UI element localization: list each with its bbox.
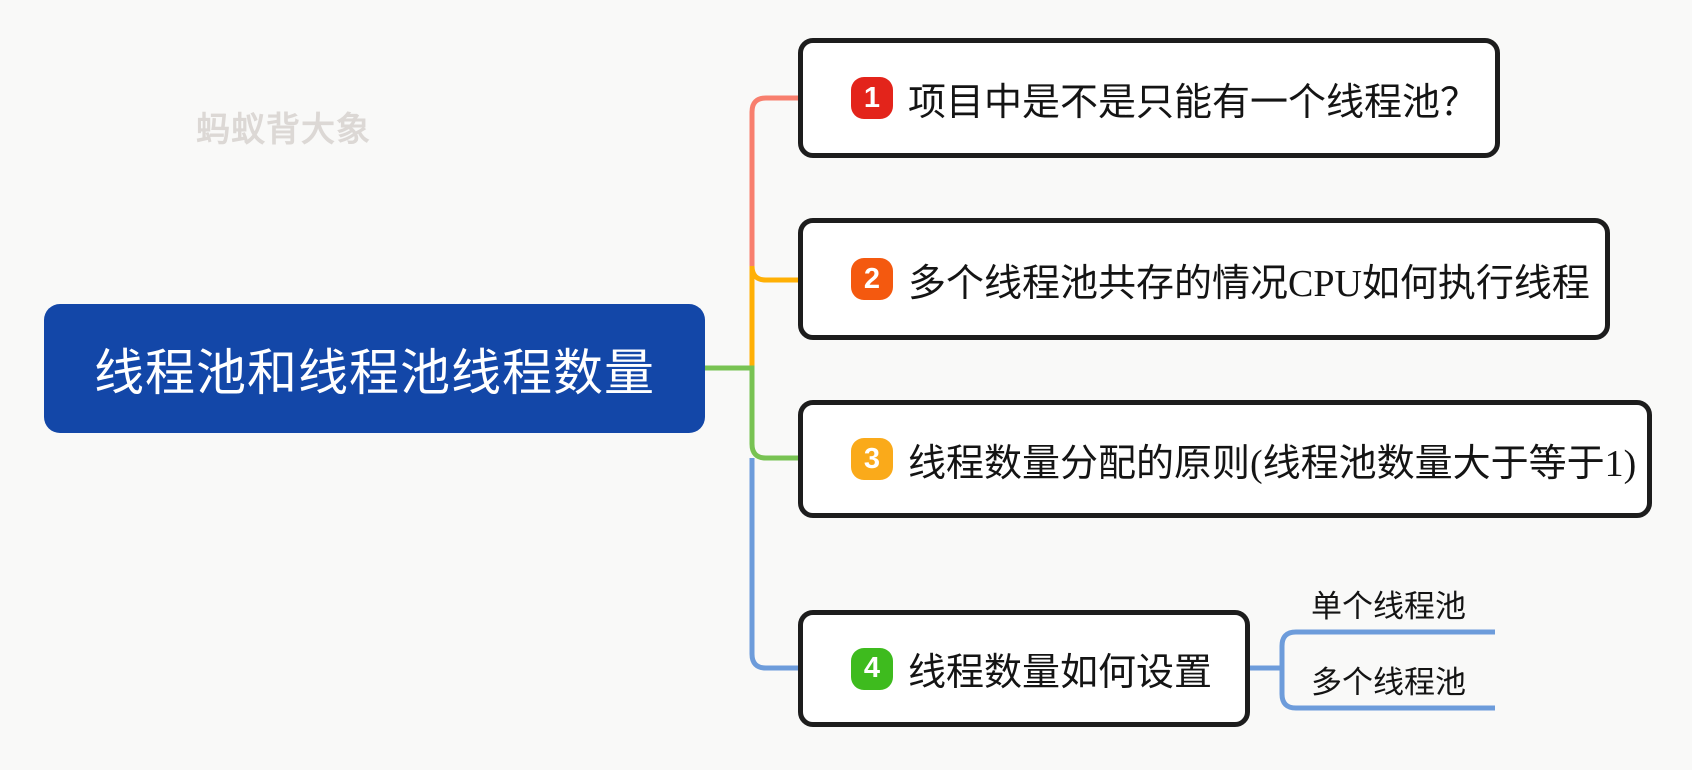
topic-3[interactable]: 3 线程数量分配的原则(线程池数量大于等于1) [798,400,1652,518]
connector-branch-2 [749,265,798,368]
badge-4-icon: 4 [851,647,893,690]
connector-branch-4 [749,458,798,671]
topic-4[interactable]: 4 线程数量如何设置 [798,610,1250,727]
topic-3-label: 线程数量分配的原则(线程池数量大于等于1) [908,442,1637,485]
badge-1-icon: 1 [851,77,893,119]
topic-4-label: 线程数量如何设置 [908,652,1213,694]
connector-subtopic-underlines [1279,629,1495,711]
topic-2-label: 多个线程池共存的情况CPU如何执行线程 [908,262,1590,305]
subtopic-multi-pool[interactable]: 多个线程池 [1311,665,1466,700]
badge-2-icon: 2 [851,258,893,300]
topic-1-label: 项目中是不是只能有一个线程池？ [908,81,1479,124]
subtopic-single-pool[interactable]: 单个线程池 [1311,589,1466,624]
topic-1[interactable]: 1 项目中是不是只能有一个线程池？ [798,38,1500,158]
topic-2[interactable]: 2 多个线程池共存的情况CPU如何执行线程 [798,218,1610,340]
connector-branch-1 [749,95,798,266]
watermark-text: 蚂蚁背大象 [196,111,371,149]
connector-branch-3 [703,365,798,461]
root-topic[interactable]: 线程池和线程池线程数量 [44,304,705,433]
badge-3-icon: 3 [851,438,893,480]
root-topic-label: 线程池和线程池线程数量 [94,344,655,401]
